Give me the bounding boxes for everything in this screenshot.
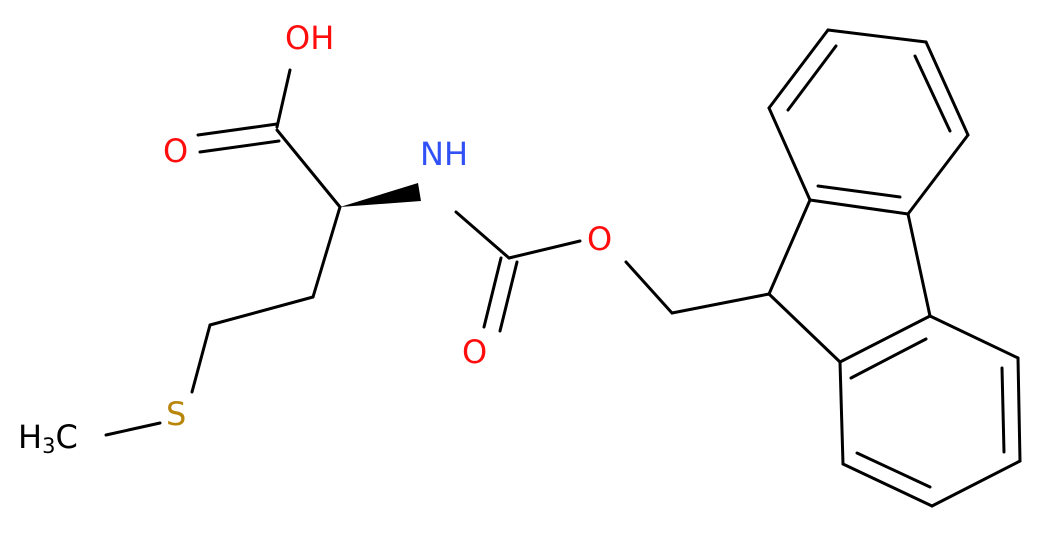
bond-upper-4	[826, 28, 928, 44]
bond-nh-carbamate	[454, 210, 511, 260]
bond-alpha-beta	[311, 205, 342, 299]
bond-c4a-c4b	[906, 212, 932, 318]
bond-lower-5-inner	[855, 451, 932, 489]
bond-lower-4	[930, 459, 1022, 508]
bond-carboxyl-c-oh	[275, 68, 292, 129]
bond-carbamate-o-double-1	[482, 256, 503, 329]
bond-gamma-s	[190, 323, 212, 394]
bond-upper-6	[767, 106, 812, 202]
bond-carboxyl-c-o-double-1	[196, 122, 279, 137]
bond-carbamate-ester-o	[507, 239, 582, 260]
amide-nitrogen-label: NH	[420, 135, 468, 173]
bond-s-methyl	[104, 421, 162, 437]
bond-lower-1-inner	[849, 337, 928, 380]
bonds	[104, 28, 1022, 508]
stereo-wedge-bond	[340, 183, 421, 207]
bond-lower-5	[841, 462, 934, 508]
bond-c9-c9a	[767, 198, 812, 296]
bond-carboxyl-alpha	[275, 128, 342, 209]
bond-carbamate-o-double-2	[498, 260, 519, 333]
methyl-subscript: 3	[42, 434, 55, 458]
bond-upper-3	[924, 40, 970, 137]
bond-lower-6	[838, 360, 845, 466]
bond-upper-1	[808, 198, 910, 216]
methyl-c: C	[55, 418, 77, 456]
ester-oxygen-label: O	[587, 220, 612, 258]
carbonyl-oxygen-label: O	[462, 333, 487, 371]
bond-beta-gamma	[208, 295, 315, 327]
bond-carboxyl-c-o-double-2	[198, 139, 281, 154]
hydroxyl-label: OH	[285, 19, 334, 57]
bond-upper-1-inner	[816, 184, 902, 199]
atom-labels: OH O NH O O S H3C	[18, 19, 612, 458]
bond-upper-3-inner	[913, 54, 952, 133]
bond-c9-c8a	[767, 292, 842, 364]
bond-ester-o-ch2	[624, 260, 674, 315]
bond-lower-3-inner	[1000, 366, 1006, 454]
sulfur-label: S	[166, 395, 186, 433]
bond-lower-1	[838, 314, 932, 364]
bond-lower-3	[1016, 356, 1022, 463]
bond-lower-2	[928, 314, 1020, 360]
carboxyl-oxygen-label: O	[163, 132, 188, 170]
methyl-h: H	[18, 418, 42, 456]
methyl-label: H3C	[18, 418, 78, 458]
bond-ch2-c9	[670, 292, 771, 315]
bond-upper-2	[906, 133, 970, 216]
bond-upper-5	[767, 28, 830, 110]
bond-upper-5-inner	[786, 44, 838, 112]
